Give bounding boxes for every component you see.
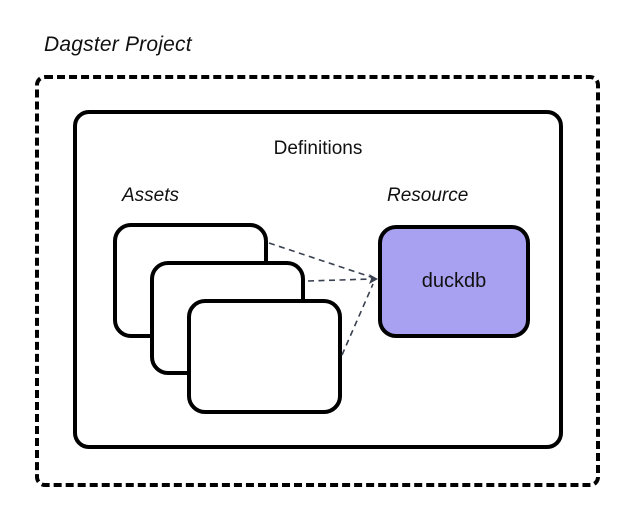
project-title: Dagster Project: [44, 33, 192, 56]
resource-group-label: Resource: [387, 185, 469, 206]
assets-group-label: Assets: [122, 185, 180, 206]
project-boundary: [35, 75, 600, 487]
asset-card: [187, 299, 342, 414]
resource-box-duckdb: duckdb: [378, 225, 530, 338]
definitions-title: Definitions: [273, 138, 363, 159]
resource-name: duckdb: [421, 270, 487, 292]
